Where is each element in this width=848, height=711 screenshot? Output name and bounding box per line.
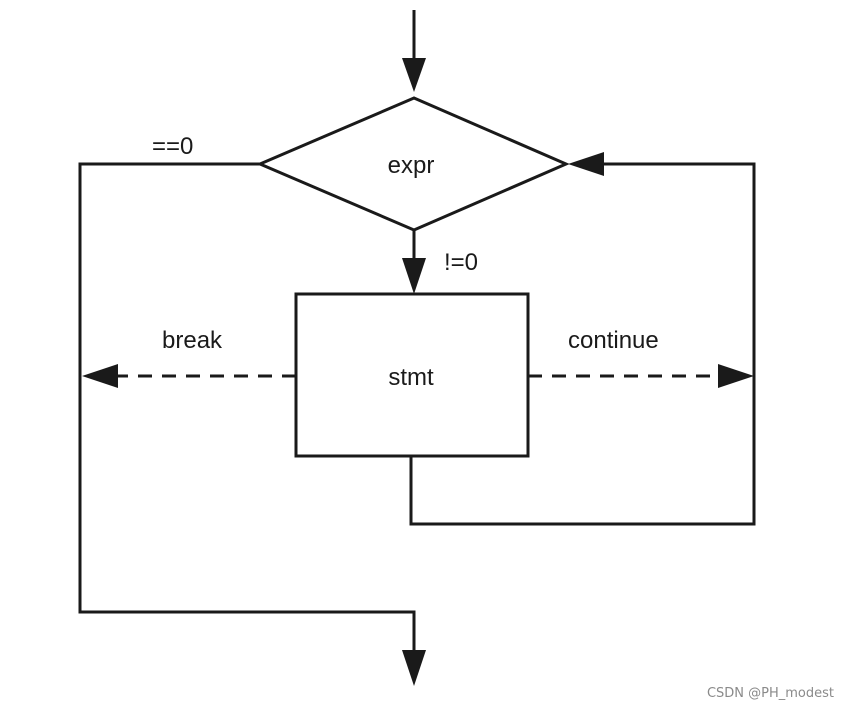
exit-arrowhead [402,650,426,686]
entry-arrow [402,10,426,92]
statement-node-stmt: stmt [294,292,530,458]
watermark: CSDN @PH_modest [706,686,834,701]
break-edge: break [82,327,296,388]
statement-label: stmt [388,364,434,391]
false-branch-label: ==0 [152,133,193,160]
true-branch-edge: !=0 [402,230,478,294]
decision-node-expr: expr [256,96,570,232]
continue-label: continue [568,327,659,354]
false-branch-edge: ==0 [78,133,426,686]
decision-label: expr [388,152,435,179]
break-label: break [162,327,223,354]
continue-edge: continue [528,327,754,388]
true-branch-label: !=0 [444,249,478,276]
loop-back-edge [409,152,756,526]
